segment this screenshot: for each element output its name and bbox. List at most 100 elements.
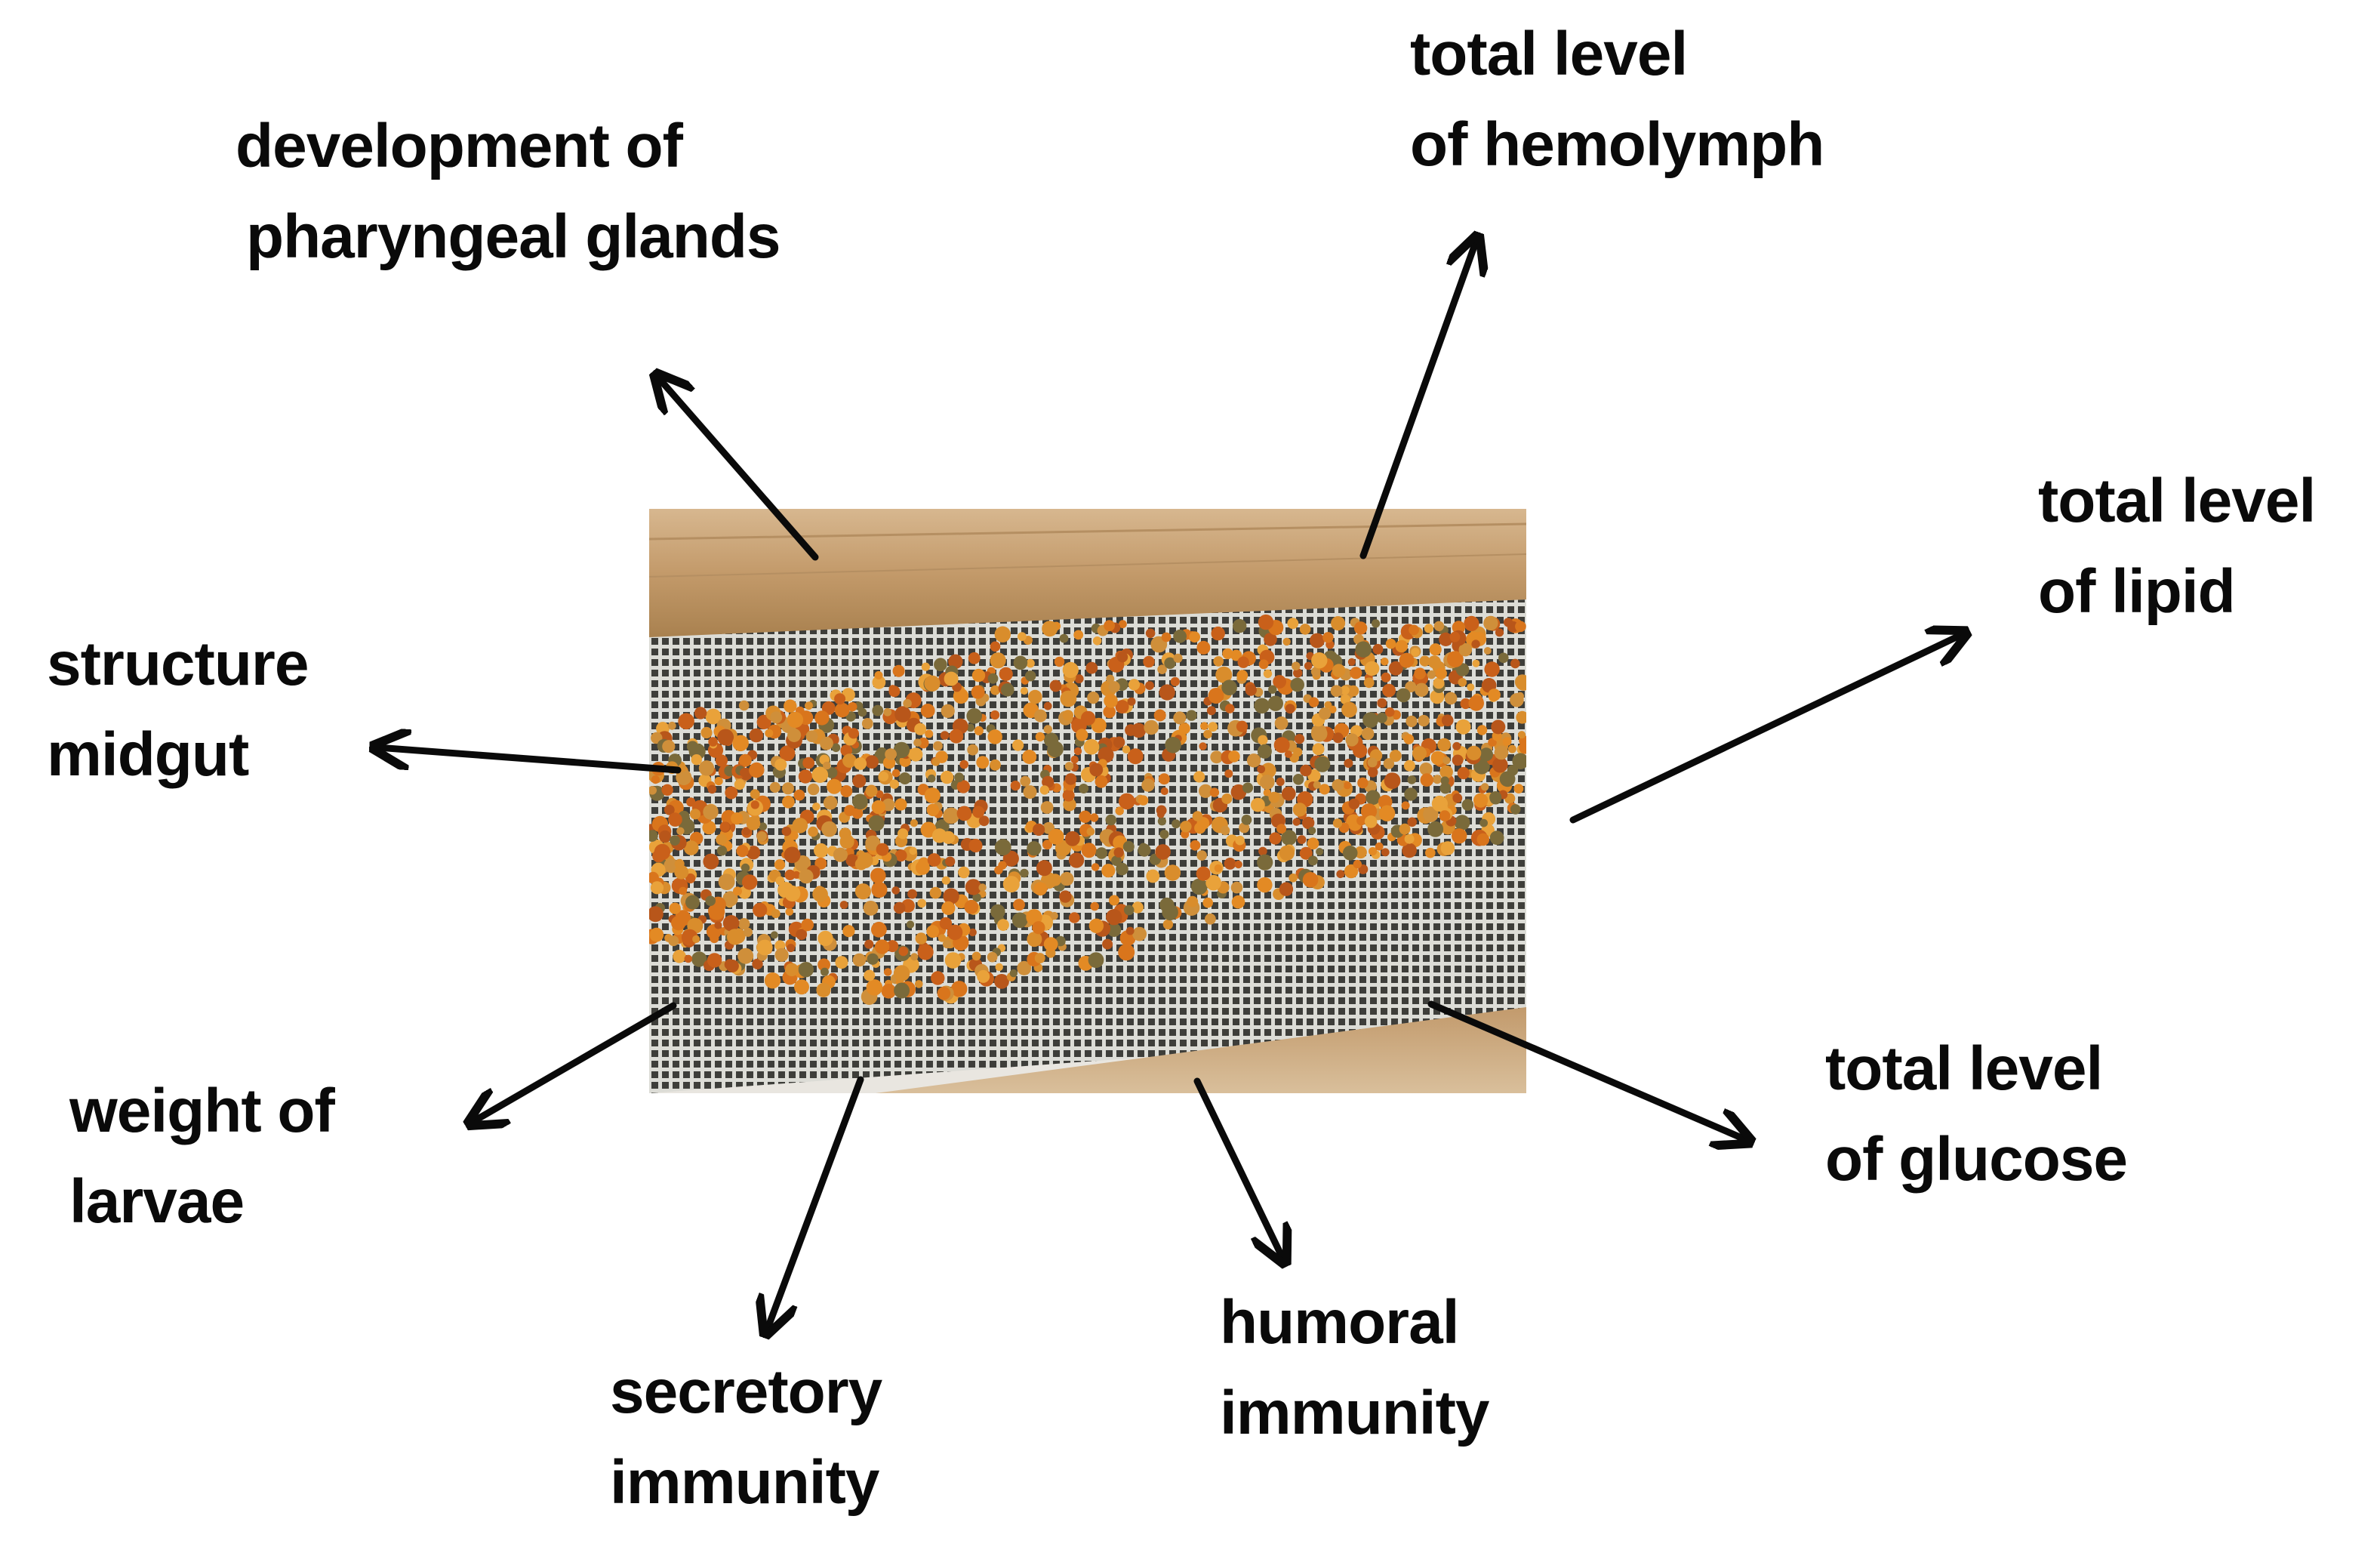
pollen-pellet: [917, 898, 926, 908]
pollen-pellet: [1042, 840, 1052, 850]
pollen-pellet: [731, 812, 744, 825]
pollen-pellet: [854, 858, 868, 870]
pollen-pellet: [1160, 787, 1168, 796]
pollen-pellet: [1415, 683, 1429, 697]
pollen-pellet: [959, 760, 968, 769]
pollen-pellet: [717, 729, 734, 746]
pollen-pellet: [740, 768, 749, 778]
pollen-pellet: [784, 869, 796, 880]
pollen-pellet: [784, 846, 801, 864]
pollen-pellet: [654, 843, 671, 861]
pollen-pellet: [826, 767, 838, 778]
pollen-pellet: [1381, 658, 1389, 666]
pollen-pellet: [779, 745, 796, 762]
pollen-pellet: [1419, 655, 1430, 667]
pollen-pellet: [1069, 912, 1080, 923]
pollen-pellet: [1159, 830, 1169, 840]
pollen-pellet: [770, 711, 783, 724]
pollen-pellet: [1364, 815, 1378, 828]
pollen-pellet: [1502, 737, 1512, 746]
pollen-pellet: [1065, 830, 1080, 846]
pollen-pellet: [967, 744, 979, 756]
pollen-pellet: [743, 927, 753, 937]
pollen-pellet: [872, 675, 886, 689]
pollen-pellet: [671, 916, 686, 931]
pollen-pellet: [1324, 701, 1332, 709]
pollen-pellet: [1173, 711, 1187, 725]
arrow-to-larvae: [473, 1002, 677, 1122]
pollen-pellet: [1263, 669, 1273, 679]
pollen-pellet: [1287, 618, 1299, 630]
pollen-pellet: [931, 971, 945, 985]
pollen-pellet: [943, 888, 959, 904]
pollen-pellet: [1411, 648, 1420, 657]
pollen-pellet: [1208, 688, 1224, 704]
pollen-pellet: [1382, 683, 1396, 698]
pollen-pellet: [834, 702, 850, 718]
pollen-pellet: [1224, 858, 1236, 870]
pollen-pellet: [1224, 769, 1233, 778]
label-hemolymph: total level of hemolymph: [1410, 9, 1824, 190]
pollen-pellet: [842, 753, 857, 768]
pollen-pellet: [1101, 864, 1116, 878]
pollen-pellet: [782, 795, 795, 809]
pollen-pellet: [1090, 901, 1099, 911]
pollen-pellet: [1180, 821, 1192, 833]
pollen-pellet: [816, 982, 831, 997]
pollen-pellet: [1452, 741, 1461, 750]
pollen-pellet: [1472, 659, 1480, 667]
pollen-pellet: [787, 711, 804, 729]
pollen-pellet: [1316, 848, 1324, 855]
pollen-pellet: [1292, 661, 1301, 670]
pollen-pellet: [1105, 814, 1117, 826]
pollen-pellet: [1273, 737, 1290, 753]
pollen-pellet: [774, 948, 789, 962]
pollen-pellet: [876, 747, 888, 759]
pollen-pellet: [1132, 926, 1147, 941]
pollen-pellet: [1302, 816, 1315, 830]
pollen-pellet: [1347, 658, 1356, 666]
pollen-pellet: [909, 846, 917, 855]
pollen-pellet: [953, 688, 969, 704]
pollen-pellet: [1049, 679, 1062, 692]
pollen-pellet: [1289, 874, 1298, 883]
pollen-pellet: [1308, 827, 1316, 835]
pollen-pellet: [1230, 881, 1243, 894]
pollen-pellet: [1263, 788, 1271, 797]
pollen-pellet: [1418, 714, 1430, 727]
pollen-pellet: [1483, 647, 1492, 655]
pollen-pellet: [1088, 952, 1104, 968]
pollen-pellet: [1027, 841, 1042, 856]
pollen-pellet: [1406, 715, 1418, 728]
pollen-pellet: [1060, 871, 1074, 886]
pollen-pellet: [888, 686, 901, 698]
pollen-pellet: [1220, 825, 1230, 836]
pollen-pellet: [770, 931, 778, 939]
pollen-pellet: [710, 933, 719, 944]
pollen-pellet: [665, 761, 679, 774]
pollen-pellet: [814, 843, 829, 858]
pollen-pellet: [1063, 798, 1076, 812]
pollen-pellet: [1173, 629, 1187, 643]
pollen-pellet: [920, 704, 935, 718]
pollen-pellet: [1040, 801, 1054, 814]
pollen-pellet: [1215, 666, 1233, 683]
pollen-pellet: [705, 708, 722, 725]
pollen-pellet: [854, 757, 867, 770]
pollen-pellet: [1020, 775, 1031, 787]
pollen-pellet: [667, 721, 676, 730]
pollen-pellet: [765, 729, 774, 738]
pollen-pellet: [684, 840, 699, 855]
label-lipid: total level of lipid: [2038, 456, 2316, 637]
pollen-pellet: [1208, 722, 1218, 732]
pollen-tray-photo: [649, 509, 1526, 1093]
pollen-pellet: [1059, 633, 1069, 643]
pollen-pellet: [924, 787, 941, 804]
label-larvae: weight of larvae: [69, 1066, 335, 1247]
pollen-pellet: [1403, 760, 1415, 772]
pollen-pellet: [1423, 806, 1439, 822]
pollen-pellet: [1281, 786, 1296, 801]
pollen-pellet: [945, 856, 956, 867]
pollen-pellet: [749, 762, 765, 778]
pollen-pellet: [934, 658, 947, 672]
